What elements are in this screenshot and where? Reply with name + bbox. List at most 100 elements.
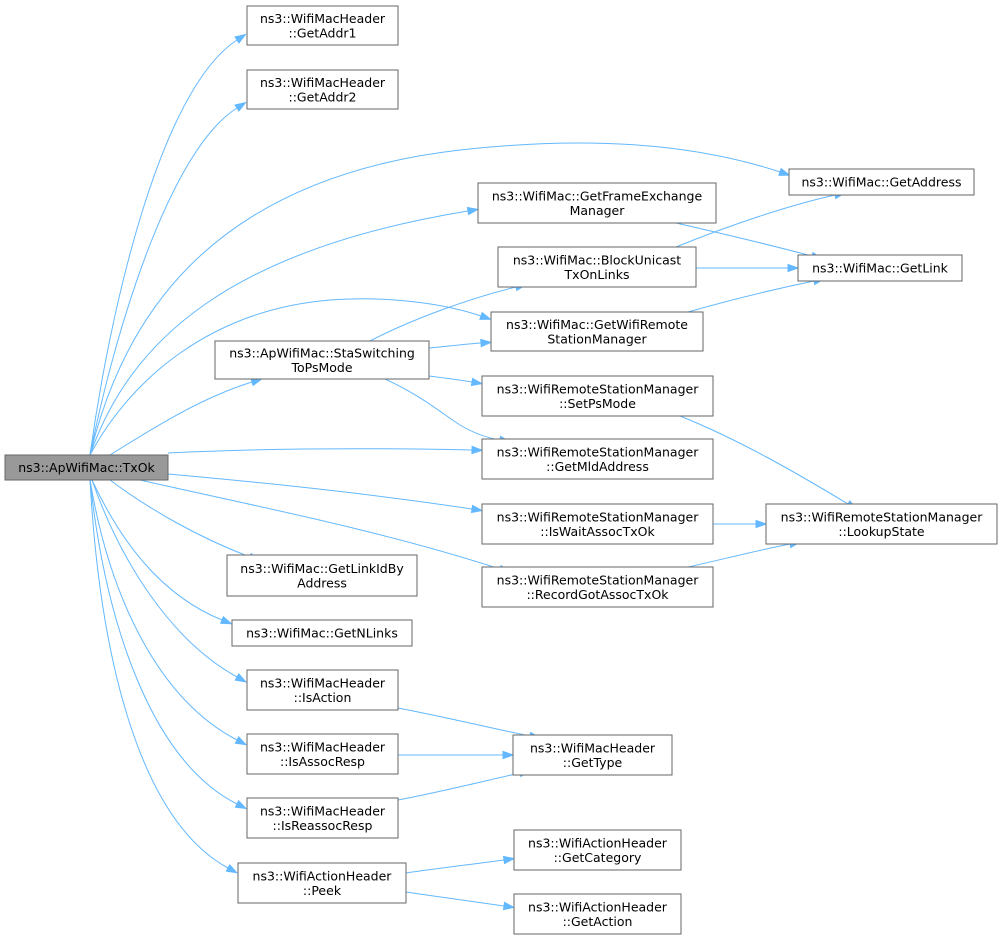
node-box bbox=[481, 375, 714, 417]
call-edges bbox=[89, 33, 858, 911]
node-label: ns3::WifiMacHeader bbox=[260, 11, 386, 26]
node-rsm-get-mld-address[interactable]: ns3::WifiRemoteStationManager::GetMldAdd… bbox=[481, 438, 714, 480]
node-box bbox=[513, 829, 682, 871]
edge-line bbox=[89, 479, 238, 805]
node-label: ::IsReassocResp bbox=[273, 818, 373, 833]
node-hdr-get-type[interactable]: ns3::WifiMacHeader::GetType bbox=[512, 734, 673, 776]
node-label: ::GetType bbox=[563, 755, 623, 770]
edge-tx-ok-to-mac-get-wifi-remote-station-manager bbox=[89, 298, 492, 456]
node-label: ns3::WifiRemoteStationManager bbox=[497, 381, 700, 396]
arrowhead-icon bbox=[234, 33, 247, 44]
node-label: TxOnLinks bbox=[564, 267, 630, 282]
node-label: ::GetMldAddress bbox=[546, 459, 649, 474]
edge-mac-get-frame-exchange-manager-to-mac-get-link bbox=[675, 222, 824, 261]
node-rsm-lookup-state[interactable]: ns3::WifiRemoteStationManager::LookupSta… bbox=[765, 503, 998, 545]
node-mac-get-wifi-remote-station-manager[interactable]: ns3::WifiMac::GetWifiRemoteStationManage… bbox=[490, 311, 704, 352]
node-box bbox=[797, 254, 963, 282]
edge-line bbox=[89, 107, 238, 456]
node-box bbox=[246, 69, 399, 110]
edge-line bbox=[89, 479, 229, 869]
node-label: ns3::WifiActionHeader bbox=[528, 899, 668, 914]
edge-line bbox=[687, 280, 815, 313]
node-box bbox=[231, 619, 413, 647]
node-mac-get-link[interactable]: ns3::WifiMac::GetLink bbox=[797, 254, 963, 282]
node-label: ns3::WifiRemoteStationManager bbox=[497, 572, 700, 587]
node-label: ::GetAction bbox=[563, 914, 633, 929]
arrowhead-icon bbox=[219, 615, 233, 625]
edge-tx-ok-to-rsm-get-mld-address bbox=[167, 445, 484, 455]
arrowhead-icon bbox=[234, 735, 248, 746]
edge-tx-ok-to-hdr-get-addr2 bbox=[89, 101, 247, 456]
arrowhead-icon bbox=[479, 311, 492, 320]
node-hdr-get-addr1[interactable]: ns3::WifiMacHeader::GetAddr1 bbox=[246, 5, 399, 46]
node-rsm-record-got-assoc-tx-ok[interactable]: ns3::WifiRemoteStationManager::RecordGot… bbox=[481, 566, 714, 608]
edge-rsm-is-wait-assoc-tx-ok-to-rsm-lookup-state bbox=[713, 519, 768, 529]
node-box bbox=[246, 797, 399, 839]
node-rsm-is-wait-assoc-tx-ok[interactable]: ns3::WifiRemoteStationManager::IsWaitAss… bbox=[481, 503, 714, 545]
arrowhead-icon bbox=[470, 377, 484, 387]
node-hdr-is-action[interactable]: ns3::WifiMacHeader::IsAction bbox=[246, 669, 399, 711]
edge-tx-ok-to-ap-sta-switching-to-ps-mode bbox=[109, 378, 263, 456]
node-box bbox=[246, 669, 399, 711]
node-box bbox=[765, 503, 998, 545]
node-label: ToPsMode bbox=[290, 360, 352, 375]
edge-line bbox=[91, 479, 223, 621]
node-label: ns3::WifiMacHeader bbox=[530, 740, 656, 755]
arrowhead-icon bbox=[755, 519, 768, 529]
node-label: ns3::WifiActionHeader bbox=[528, 835, 668, 850]
node-box bbox=[237, 862, 407, 904]
node-label: StationManager bbox=[547, 331, 647, 346]
node-box bbox=[4, 454, 169, 481]
node-hdr-is-assoc-resp[interactable]: ns3::WifiMacHeader::IsAssocResp bbox=[246, 733, 399, 775]
edge-line bbox=[428, 375, 473, 383]
arrowhead-icon bbox=[466, 206, 480, 216]
edge-mac-block-unicast-tx-on-links-to-mac-get-link bbox=[696, 263, 800, 273]
node-label: ns3::WifiMac::GetNLinks bbox=[246, 626, 398, 641]
node-mac-get-n-links[interactable]: ns3::WifiMac::GetNLinks bbox=[231, 619, 413, 647]
node-box bbox=[497, 246, 697, 288]
edge-line bbox=[167, 448, 473, 454]
node-label: ns3::WifiMacHeader bbox=[260, 675, 386, 690]
node-box bbox=[788, 168, 975, 196]
edge-line bbox=[109, 381, 253, 456]
node-action-hdr-get-category[interactable]: ns3::WifiActionHeader::GetCategory bbox=[513, 829, 682, 871]
edge-line bbox=[384, 378, 501, 441]
edge-line bbox=[89, 142, 781, 456]
node-hdr-is-reassoc-resp[interactable]: ns3::WifiMacHeader::IsReassocResp bbox=[246, 797, 399, 839]
edge-line bbox=[109, 479, 251, 558]
node-tx-ok[interactable]: ns3::ApWifiMac::TxOk bbox=[4, 454, 169, 481]
node-label: ns3::WifiMac::GetLink bbox=[812, 261, 949, 276]
node-action-hdr-peek[interactable]: ns3::WifiActionHeader::Peek bbox=[237, 862, 407, 904]
arrowhead-icon bbox=[234, 799, 248, 810]
edge-line bbox=[405, 859, 505, 874]
edge-line bbox=[397, 772, 521, 801]
edge-tx-ok-to-mac-get-n-links bbox=[91, 479, 233, 625]
edge-line bbox=[139, 479, 501, 570]
node-action-hdr-get-action[interactable]: ns3::WifiActionHeader::GetAction bbox=[513, 893, 682, 935]
edge-line bbox=[89, 210, 469, 456]
edge-line bbox=[89, 298, 482, 456]
edge-line bbox=[91, 479, 238, 678]
edge-line bbox=[428, 342, 482, 349]
node-label: ns3::WifiMac::BlockUnicast bbox=[513, 252, 681, 267]
node-rsm-set-ps-mode[interactable]: ns3::WifiRemoteStationManager::SetPsMode bbox=[481, 375, 714, 417]
call-nodes: ns3::ApWifiMac::TxOkns3::WifiMacHeader::… bbox=[4, 5, 998, 935]
node-label: ::Peek bbox=[303, 883, 342, 898]
node-label: Manager bbox=[570, 203, 626, 218]
node-label: ns3::WifiMacHeader bbox=[260, 739, 386, 754]
node-label: ns3::WifiActionHeader bbox=[253, 868, 393, 883]
node-label: ::GetAddr1 bbox=[289, 25, 357, 40]
arrowhead-icon bbox=[471, 445, 484, 455]
edge-ap-sta-switching-to-ps-mode-to-mac-get-wifi-remote-station-manager bbox=[428, 338, 493, 349]
node-hdr-get-addr2[interactable]: ns3::WifiMacHeader::GetAddr2 bbox=[246, 69, 399, 110]
edge-line bbox=[679, 415, 849, 505]
node-mac-get-address[interactable]: ns3::WifiMac::GetAddress bbox=[788, 168, 975, 196]
edge-tx-ok-to-mac-get-address bbox=[89, 142, 791, 456]
node-label: ::IsAssocResp bbox=[280, 754, 365, 769]
node-label: ns3::WifiRemoteStationManager bbox=[497, 444, 700, 459]
